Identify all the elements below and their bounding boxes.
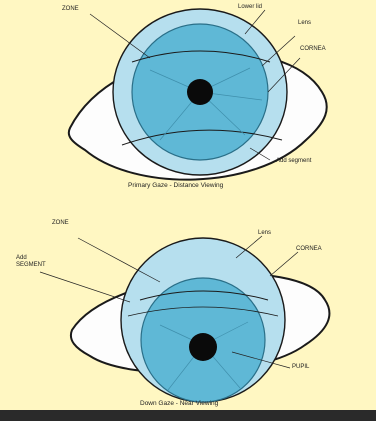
top-caption: Primary Gaze - Distance Viewing xyxy=(128,182,223,189)
top-label-segment: Add segment xyxy=(276,158,311,165)
top-pupil xyxy=(187,79,213,105)
bottom-eye xyxy=(40,236,329,402)
bottom-pupil xyxy=(189,333,217,361)
top-label-lower-lid: Lower lid xyxy=(238,4,262,11)
bottom-caption: Down Gaze - Near Viewing xyxy=(140,400,218,407)
bottom-label-pupil: PUPIL xyxy=(292,364,309,371)
bottom-label-add-segment: Add SEGMENT xyxy=(16,255,56,269)
top-label-zone: ZONE xyxy=(62,6,79,13)
top-eye xyxy=(69,9,327,180)
bottom-label-zone: ZONE xyxy=(52,220,92,227)
bottom-label-lens: Lens xyxy=(258,230,271,237)
top-label-cornea: CORNEA xyxy=(300,46,326,53)
bottom-label-cornea: CORNEA xyxy=(296,246,322,253)
top-label-lens: Lens xyxy=(298,20,311,27)
bottom-border-bar xyxy=(0,410,376,421)
